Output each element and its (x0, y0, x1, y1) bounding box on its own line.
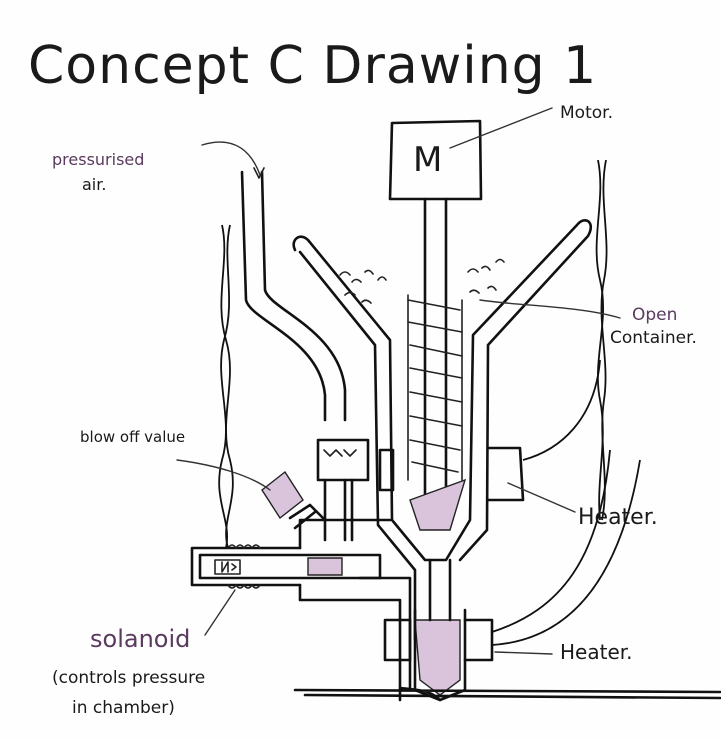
open-container-inner (298, 250, 417, 642)
open-container-label: Open (632, 305, 678, 325)
leader-valve (176, 459, 271, 491)
print-bed (293, 686, 721, 702)
pressurised-air-label-2: air. (82, 175, 107, 194)
air-tube-inner (260, 170, 347, 422)
solenoid-note-1: (controls pressure (52, 668, 206, 688)
heater-upper-label: Heater. (578, 505, 658, 530)
solenoid-note-2: in chamber) (72, 698, 175, 718)
heater-upper-block (378, 446, 525, 502)
motor-label: Motor. (560, 103, 613, 123)
pressurised-air-label: pressurised (52, 150, 145, 169)
air-coupling (316, 438, 370, 482)
pressure-channel (298, 518, 412, 702)
open-container (292, 219, 593, 562)
leader-solenoid (204, 589, 236, 636)
wire-right (595, 159, 604, 521)
open-container-label-2: Container. (610, 328, 697, 348)
air-tube-outer (240, 170, 327, 422)
leader-motor (449, 107, 553, 149)
solenoid (190, 544, 382, 589)
heater-lower-block (383, 618, 494, 662)
melt-zone-lower (414, 619, 461, 696)
wire-left (220, 224, 234, 549)
drawing-title: Concept C Drawing 1 (28, 36, 598, 96)
leader-air (201, 141, 261, 176)
heater-lower-label: Heater. (560, 640, 633, 664)
granules (339, 258, 505, 304)
melt-zone-upper (409, 478, 467, 531)
auger-screw (407, 294, 467, 531)
motor-shaft (423, 197, 448, 522)
solenoid-label: solanoid (90, 625, 191, 653)
motor-symbol: M (413, 140, 443, 180)
blow-off-valve-label: blow off value (80, 428, 186, 446)
leader-container (479, 299, 621, 319)
motor-box (388, 119, 483, 201)
